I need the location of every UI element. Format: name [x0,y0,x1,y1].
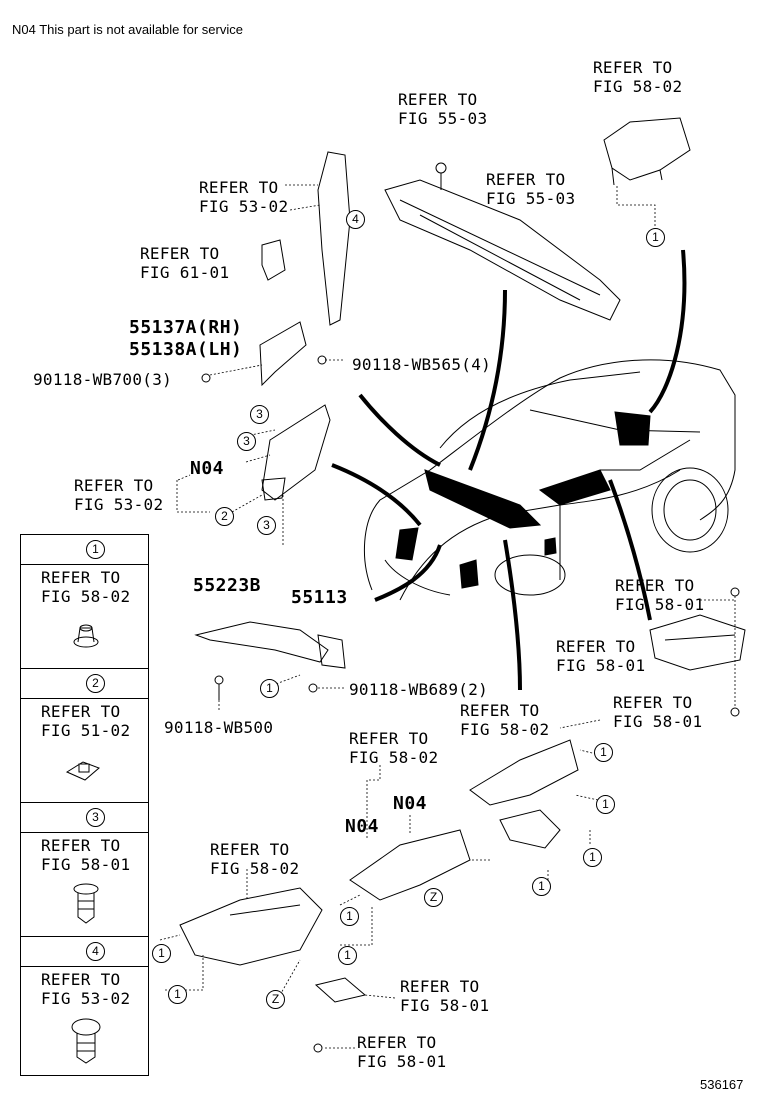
label-under-ref-58-02a: REFER TO FIG 58-02 [460,701,550,739]
legend-ref-1: REFER TO FIG 58-02 [41,568,131,606]
callout-1: 1 [583,848,602,867]
clip-legend: 1 REFER TO FIG 58-02 2 REFER TO FIG 51-0… [20,534,149,1076]
callout-z: Z [424,888,443,907]
label-bolt-wb700: 90118-WB700(3) [33,370,173,389]
callout-1: 1 [260,679,279,698]
callout-1: 1 [646,228,665,247]
label-n04-c: N04 [345,816,380,837]
label-bottom-ref-58-01b: REFER TO FIG 58-01 [357,1033,447,1071]
rivet-clip-icon [71,1018,101,1064]
car-installed-parts [395,411,651,589]
callout-1: 1 [594,743,613,762]
legend-callout-4: 4 [86,942,105,961]
label-part-55137a: 55137A(RH) [129,317,243,338]
label-bolt-wb500: 90118-WB500 [164,718,274,737]
callout-1: 1 [596,795,615,814]
callout-1: 1 [340,907,359,926]
label-part-55223b: 55223B [193,575,262,596]
label-fender-ref: REFER TO FIG 53-02 [199,178,289,216]
push-clip-icon [73,883,99,924]
callout-z: Z [266,990,285,1009]
label-part-55113: 55113 [291,587,348,608]
legend-row-3: 3 REFER TO FIG 58-01 [21,802,148,937]
callout-4: 4 [346,210,365,229]
label-part-55138a: 55138A(LH) [129,339,243,360]
callout-3: 3 [250,405,269,424]
label-mid-ref-58-02: REFER TO FIG 58-02 [349,729,439,767]
legend-callout-1: 1 [86,540,105,559]
legend-row-2: 2 REFER TO FIG 51-02 [21,668,148,803]
legend-callout-3: 3 [86,808,105,827]
service-note: N04 This part is not available for servi… [12,22,243,37]
legend-callout-2: 2 [86,674,105,693]
label-n04-a: N04 [190,458,225,479]
label-bottom-ref-58-01a: REFER TO FIG 58-01 [400,977,490,1015]
label-bottom-ref-58-02: REFER TO FIG 58-02 [210,840,300,878]
callout-3: 3 [237,432,256,451]
label-right-ref-58-01b: REFER TO FIG 58-01 [556,637,646,675]
label-right-ref-58-01a: REFER TO FIG 58-01 [615,576,705,614]
label-cowl-ref-a: REFER TO FIG 55-03 [398,90,488,128]
callout-2: 2 [215,507,234,526]
clip-icon [73,624,99,648]
callout-3: 3 [257,516,276,535]
label-left-ref-53: REFER TO FIG 53-02 [74,476,164,514]
callout-1: 1 [152,944,171,963]
callout-1: 1 [338,946,357,965]
legend-row-4: 4 REFER TO FIG 53-02 [21,936,148,1076]
legend-row-1: 1 REFER TO FIG 58-02 [21,535,148,668]
nut-clip-icon [65,761,100,781]
label-n04-b: N04 [393,793,428,814]
callout-1: 1 [168,985,187,1004]
label-right-ref-58-01c: REFER TO FIG 58-01 [613,693,703,731]
legend-ref-2: REFER TO FIG 51-02 [41,702,131,740]
legend-ref-4: REFER TO FIG 53-02 [41,970,131,1008]
label-bolt-wb689: 90118-WB689(2) [349,680,489,699]
car-body-outline [363,359,736,601]
callout-1: 1 [532,877,551,896]
label-cowl-ref-b: REFER TO FIG 55-03 [486,170,576,208]
label-bracket-ref: REFER TO FIG 61-01 [140,244,230,282]
label-top-right-ref: REFER TO FIG 58-02 [593,58,683,96]
label-bolt-wb565: 90118-WB565(4) [352,355,492,374]
figure-id: 536167 [700,1077,744,1092]
legend-ref-3: REFER TO FIG 58-01 [41,836,131,874]
